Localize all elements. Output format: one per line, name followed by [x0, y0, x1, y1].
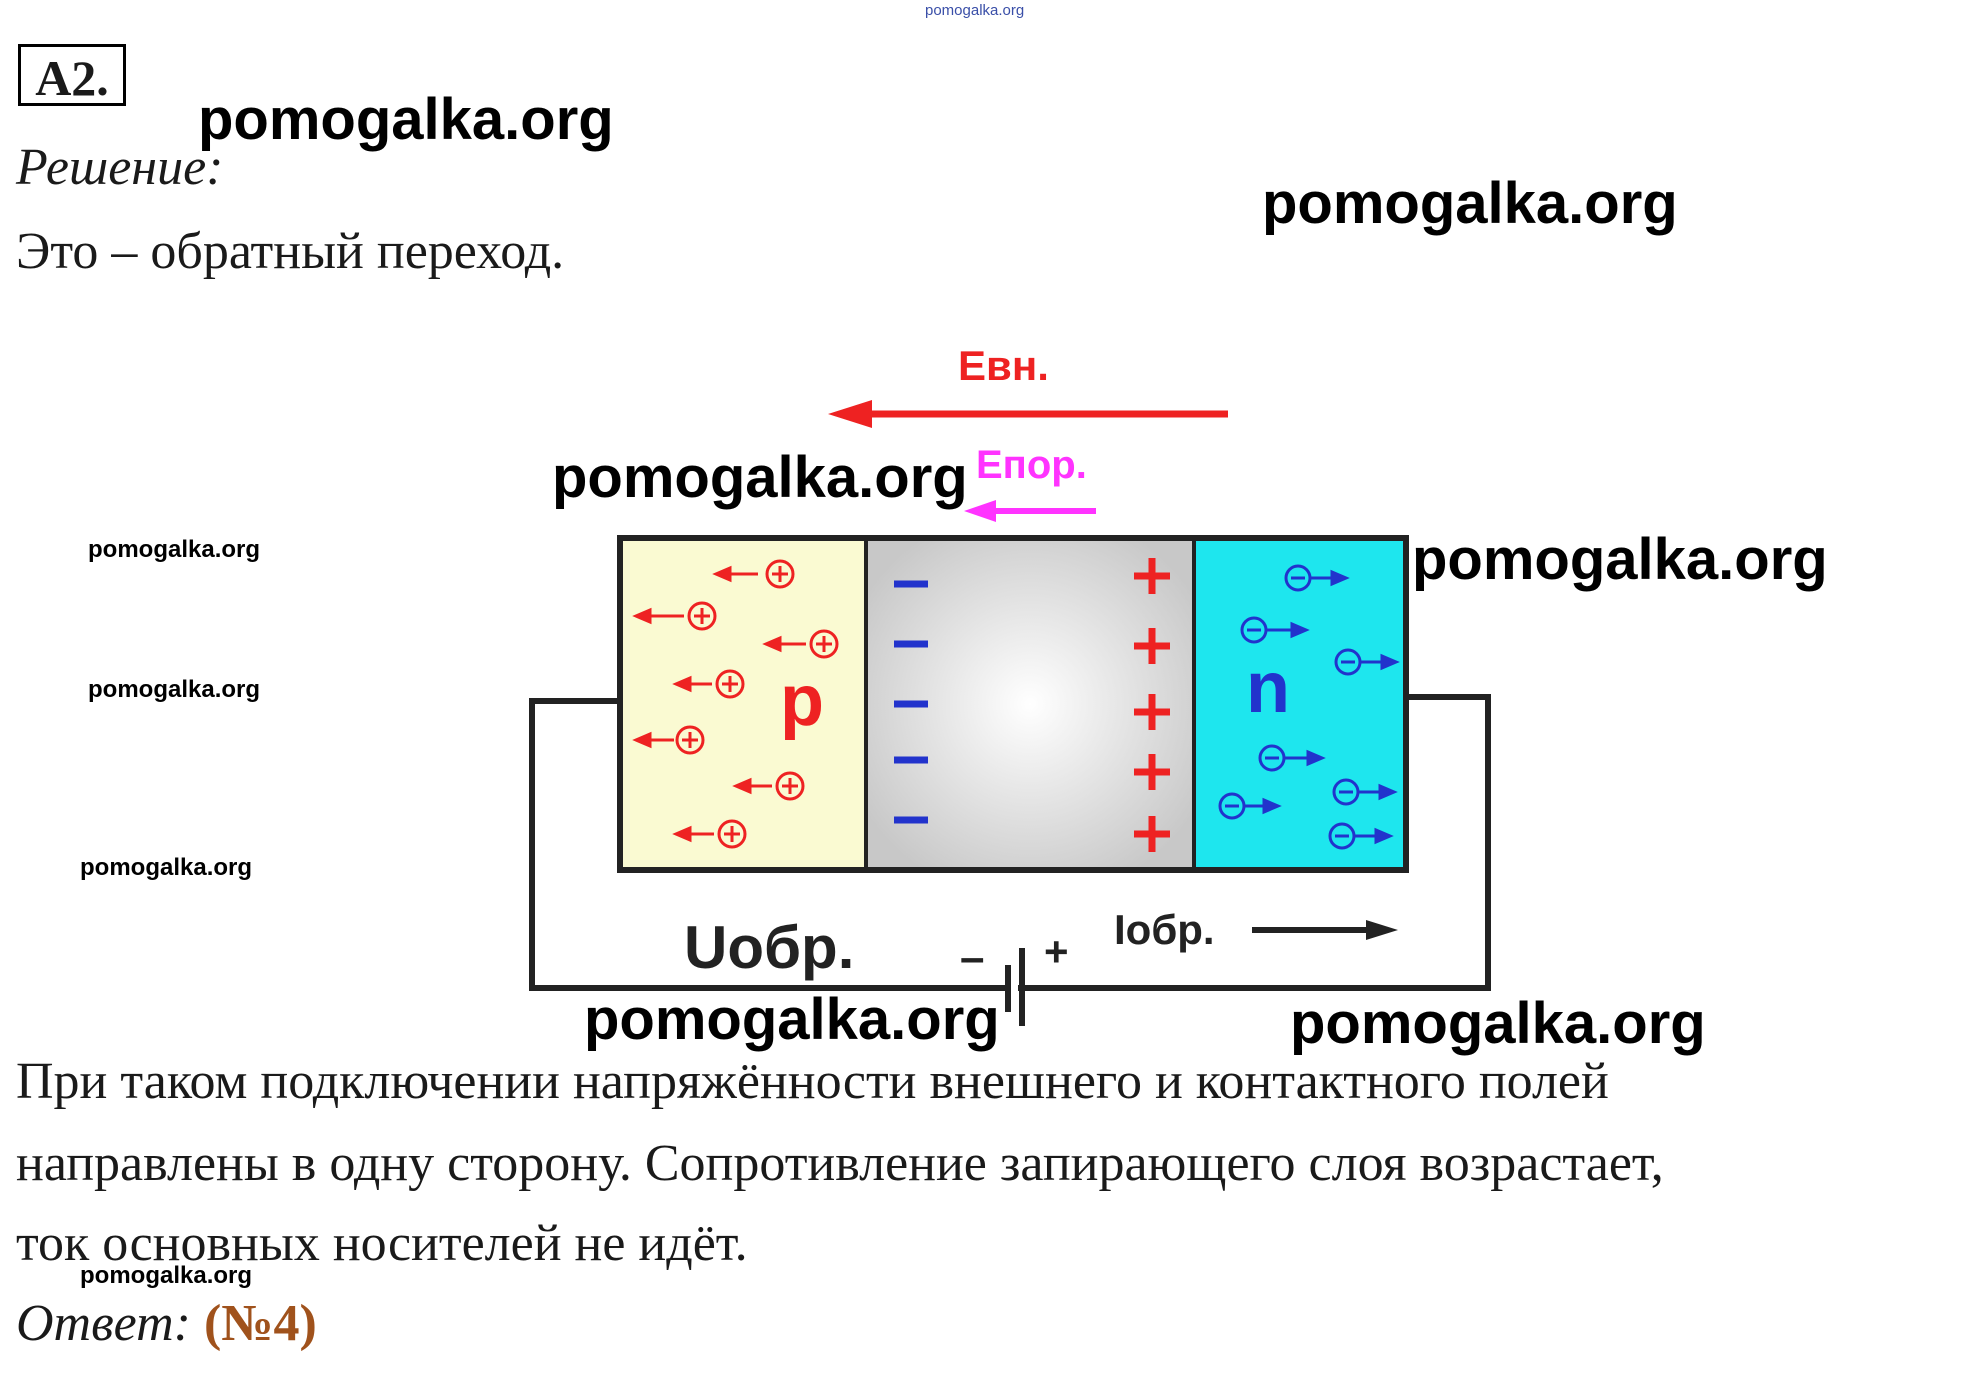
wire-left [529, 698, 1008, 991]
watermark: pomogalka.org [584, 987, 1000, 1052]
watermark: pomogalka.org [80, 1262, 253, 1289]
e-barrier-arrow [964, 500, 1096, 522]
explanation-line-1: При таком подключении напряжённости внеш… [16, 1053, 1609, 1110]
i-reverse-label: Iобр. [1114, 906, 1215, 953]
answer-label: Ответ: [16, 1295, 191, 1352]
intro-text: Это – обратный переход. [16, 223, 565, 280]
watermark: pomogalka.org [1412, 527, 1828, 592]
watermark: pomogalka.org [198, 87, 614, 152]
watermark: pomogalka.org [1290, 991, 1706, 1056]
watermark-top: pomogalka.org [925, 2, 1025, 19]
hole-carriers [632, 559, 839, 849]
watermark: pomogalka.org [88, 676, 261, 703]
positive-ions [1134, 558, 1170, 852]
u-reverse-label: Uобр. [684, 914, 854, 981]
task-label: A2. [18, 44, 126, 106]
solution-label: Решение: [16, 139, 224, 196]
wire-right [1018, 694, 1491, 991]
explanation-line-3: ток основных носителей не идёт. [16, 1215, 748, 1272]
watermark: pomogalka.org [552, 445, 968, 510]
electron-carriers [1218, 564, 1400, 850]
n-region [1194, 538, 1406, 870]
negative-ions [894, 580, 928, 824]
watermark: pomogalka.org [80, 854, 253, 881]
battery-minus: – [960, 933, 984, 982]
e-external-arrow [828, 400, 1228, 428]
explanation-line-2: направлены в одну сторону. Сопротивление… [16, 1135, 1664, 1192]
battery-symbol [1005, 948, 1025, 1026]
junction-border [617, 535, 1409, 873]
answer-value: (№4) [203, 1295, 317, 1352]
e-barrier-label: Eпор. [976, 443, 1087, 487]
battery-plus: + [1044, 928, 1069, 975]
p-label: p [780, 661, 824, 741]
n-label: n [1246, 648, 1290, 728]
p-region [620, 538, 866, 870]
watermark: pomogalka.org [1262, 171, 1678, 236]
watermark: pomogalka.org [88, 536, 261, 563]
answer: Ответ: (№4) [16, 1294, 317, 1353]
current-arrow [1252, 920, 1398, 940]
e-external-label: Eвн. [958, 342, 1049, 389]
